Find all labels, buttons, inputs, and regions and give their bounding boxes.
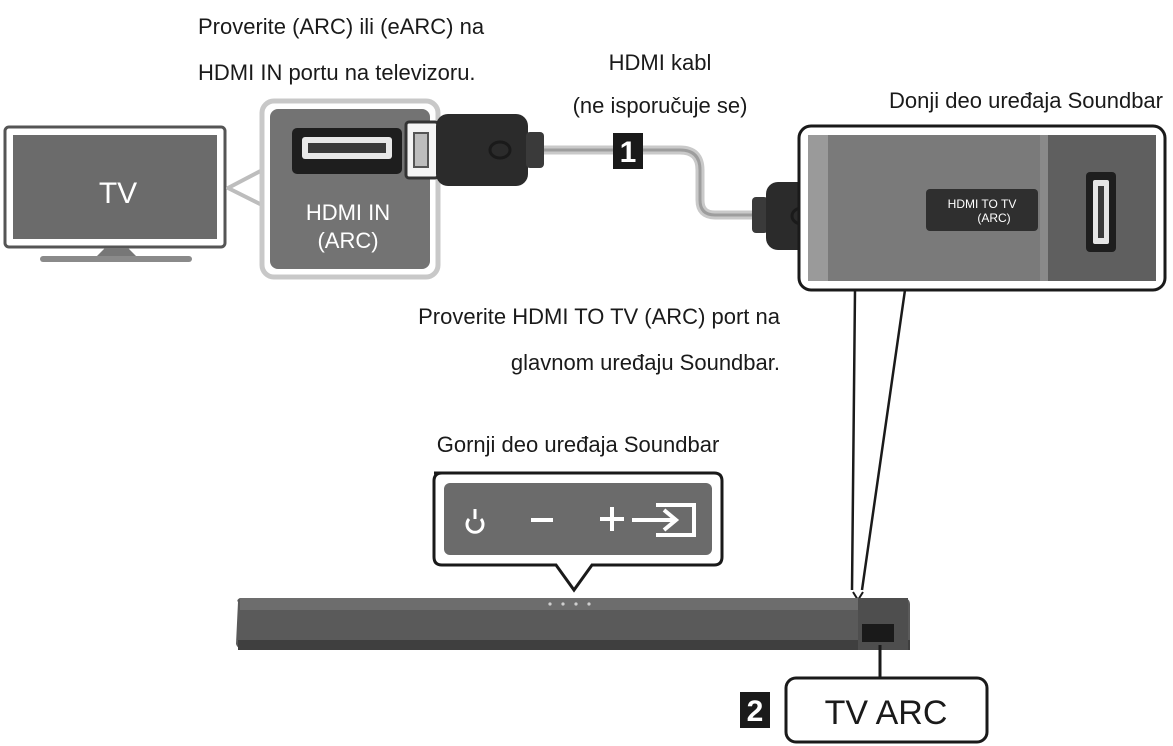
- soundbar-note-line1: Proverite HDMI TO TV (ARC) port na: [418, 304, 781, 329]
- step-1-number: 1: [620, 136, 637, 169]
- source-icon: [632, 503, 696, 537]
- soundbar-port-label-line2: (ARC): [977, 211, 1010, 225]
- bottom-callout-lines: [850, 289, 907, 591]
- tv-arc-callout-box: [784, 676, 989, 744]
- soundbar-tv-arc-port: [862, 624, 894, 642]
- tv-port-label-line2: (ARC): [317, 228, 378, 253]
- soundbar-port-label-line1: HDMI TO TV: [948, 197, 1017, 211]
- tv-label: TV: [99, 177, 137, 210]
- volume-up-icon: [600, 507, 624, 531]
- step-2-badge: 2: [740, 692, 770, 728]
- hdmi-to-tv-label-plate: [926, 189, 1038, 231]
- tv-stand: [95, 248, 138, 258]
- soundbar: [236, 598, 910, 650]
- step-2-number: 2: [747, 695, 764, 728]
- tv-screen: [13, 135, 217, 239]
- cable-label-line2: (ne isporučuje se): [573, 93, 748, 118]
- cable-label-line1: HDMI kabl: [609, 50, 712, 75]
- soundbar-top-title: Gornji deo uređaja Soundbar: [437, 432, 720, 457]
- tv-hdmi-panel: HDMI IN (ARC): [259, 98, 441, 280]
- hdmi-plug-left: [404, 114, 544, 186]
- tv-note-line2: HDMI IN portu na televizoru.: [198, 60, 476, 85]
- tv-port-label-line1: HDMI IN: [306, 200, 390, 225]
- step-1-badge: 1: [613, 133, 643, 169]
- tv-arc-label: TV ARC: [825, 694, 948, 732]
- soundbar-note-line2: glavnom uređaju Soundbar.: [511, 350, 780, 375]
- soundbar-bottom-panel: HDMI TO TV (ARC): [797, 124, 1167, 292]
- tv-base: [40, 256, 192, 262]
- tv: TV: [3, 125, 227, 262]
- tv-note-line1: Proverite (ARC) ili (eARC) na: [198, 14, 485, 39]
- soundbar-top-panel: [432, 471, 724, 593]
- power-icon: [465, 509, 485, 534]
- soundbar-bottom-title: Donji deo uređaja Soundbar: [889, 88, 1163, 113]
